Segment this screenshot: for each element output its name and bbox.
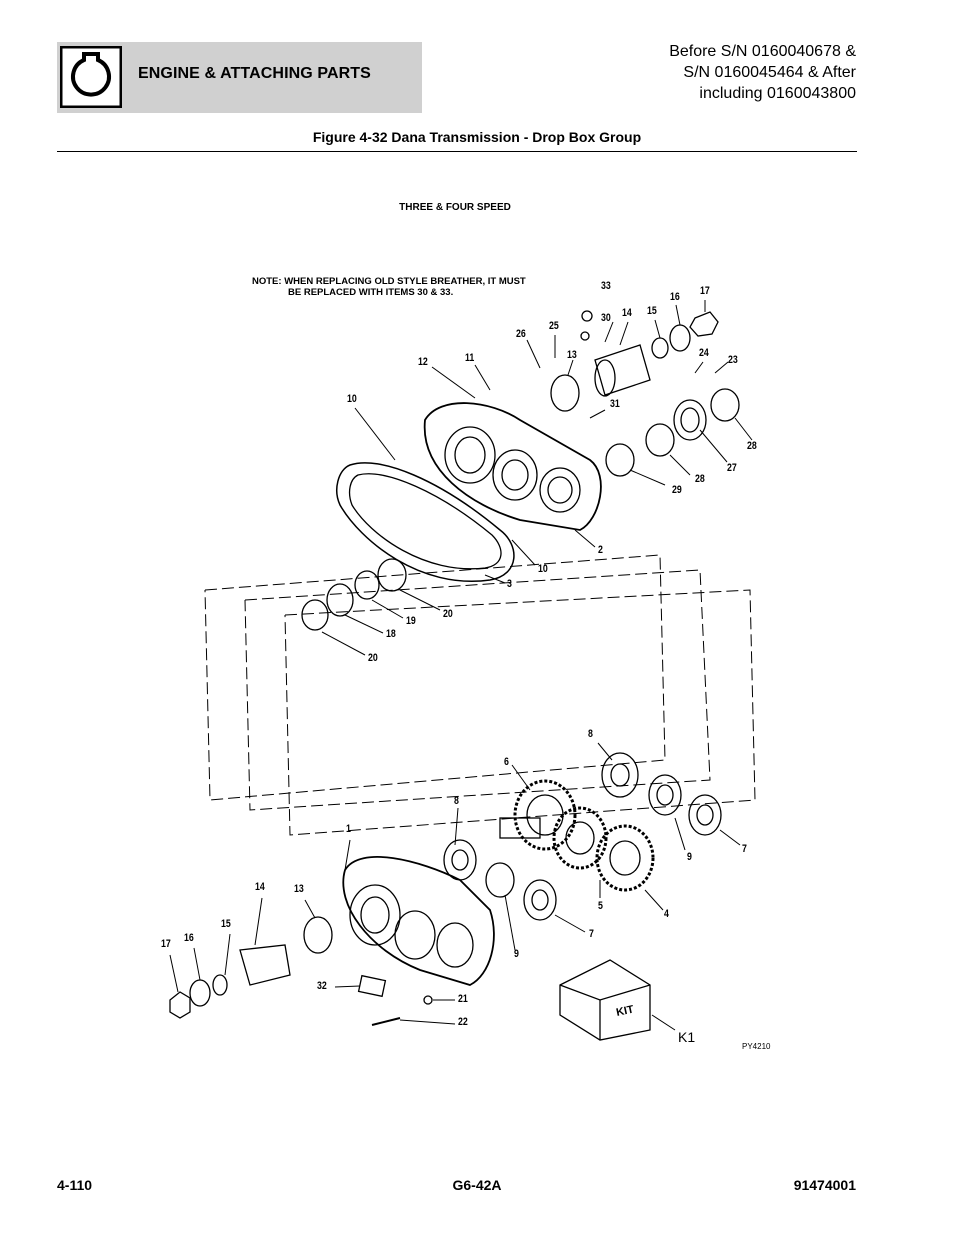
callout-16b: 16 xyxy=(184,932,194,944)
seal-13-upper xyxy=(550,374,580,412)
callout-17a: 17 xyxy=(700,285,710,297)
callout-9b: 9 xyxy=(514,948,519,960)
callout-14b: 14 xyxy=(255,881,265,893)
note-line-2: BE REPLACED WITH ITEMS 30 & 33. xyxy=(288,287,454,298)
callout-22: 22 xyxy=(458,1016,468,1028)
serial-line-1: Before S/N 0160040678 & xyxy=(669,43,856,60)
snap-ring-15-lower xyxy=(212,974,228,996)
callout-15a: 15 xyxy=(647,305,657,317)
callout-16a: 16 xyxy=(670,291,680,303)
callout-13b: 13 xyxy=(294,883,304,895)
cup-18 xyxy=(326,583,354,617)
bolt-22 xyxy=(371,1017,401,1026)
document-number: 91474001 xyxy=(793,1177,856,1193)
seal-20-lower xyxy=(301,599,329,631)
snap-ring-15-upper xyxy=(651,337,669,359)
nut-17-upper xyxy=(689,311,719,337)
washer-16-lower xyxy=(189,979,211,1007)
callout-28b: 28 xyxy=(695,473,705,485)
gasket-outline xyxy=(336,462,515,583)
note-line-1: NOTE: WHEN REPLACING OLD STYLE BREATHER,… xyxy=(252,276,526,287)
callout-21: 21 xyxy=(458,993,468,1005)
bearing-27 xyxy=(673,399,707,441)
callout-19: 19 xyxy=(406,615,416,627)
callout-29: 29 xyxy=(672,484,682,496)
callout-11: 11 xyxy=(465,352,475,364)
section-title: ENGINE & ATTACHING PARTS xyxy=(138,65,371,82)
callout-3: 3 xyxy=(507,578,512,590)
alignment-dashes xyxy=(204,554,756,836)
callout-20b: 20 xyxy=(368,652,378,664)
callout-9a: 9 xyxy=(687,851,692,863)
cover-28b xyxy=(645,423,675,457)
breather-33 xyxy=(581,310,593,322)
upper-housing xyxy=(423,402,602,531)
callout-28a: 28 xyxy=(747,440,757,452)
nut-17-lower xyxy=(169,991,191,1019)
serial-line-3: including 0160043800 xyxy=(699,85,856,102)
output-yoke-lower xyxy=(239,944,291,986)
model-number: G6-42A xyxy=(452,1177,502,1193)
callout-8b: 8 xyxy=(454,795,459,807)
fitting-30 xyxy=(580,331,590,341)
cover-28a xyxy=(710,388,740,422)
callout-17b: 17 xyxy=(161,938,171,950)
output-yoke-upper xyxy=(594,344,651,397)
callout-7b: 7 xyxy=(589,928,594,940)
figure-title: Figure 4-32 Dana Transmission - Drop Box… xyxy=(312,129,642,145)
callout-2: 2 xyxy=(598,544,603,556)
seal-20-upper xyxy=(377,558,407,592)
kit-box: KIT xyxy=(559,959,651,1041)
callout-25: 25 xyxy=(549,320,559,332)
callout-18: 18 xyxy=(386,628,396,640)
callout-6: 6 xyxy=(504,756,509,768)
callout-27: 27 xyxy=(727,462,737,474)
callout-32: 32 xyxy=(317,980,327,992)
callout-1: 1 xyxy=(346,823,351,835)
callout-26: 26 xyxy=(516,328,526,340)
callout-10b: 10 xyxy=(538,563,548,575)
plate-32 xyxy=(357,974,387,998)
callout-24: 24 xyxy=(699,347,709,359)
callout-5: 5 xyxy=(598,900,603,912)
callout-14a: 14 xyxy=(622,307,632,319)
callout-20a: 20 xyxy=(443,608,453,620)
callout-12: 12 xyxy=(418,356,428,368)
leader-lines xyxy=(169,300,753,1031)
kit-label: K1 xyxy=(678,1029,696,1045)
header-divider xyxy=(57,151,857,152)
serial-number-block: Before S/N 0160040678 & S/N 0160045464 &… xyxy=(669,41,856,104)
kit-box-text: KIT xyxy=(615,1003,635,1018)
lower-housing xyxy=(342,856,495,986)
engine-icon xyxy=(60,46,122,108)
callout-30: 30 xyxy=(601,312,611,324)
callout-8a: 8 xyxy=(588,728,593,740)
callout-10a: 10 xyxy=(347,393,357,405)
art-id: PY4210 xyxy=(742,1042,771,1051)
figure-subtitle: THREE & FOUR SPEED xyxy=(399,202,511,213)
snap-ring-29 xyxy=(605,443,635,477)
ring-19 xyxy=(354,570,380,600)
callout-23: 23 xyxy=(728,354,738,366)
seal-13-lower xyxy=(303,916,333,954)
callout-13a: 13 xyxy=(567,349,577,361)
callout-33: 33 xyxy=(601,280,611,292)
callout-31: 31 xyxy=(610,398,620,410)
washer-21 xyxy=(423,995,433,1005)
callout-4: 4 xyxy=(664,908,669,920)
callout-7a: 7 xyxy=(742,843,747,855)
exploded-parts-diagram: KIT xyxy=(169,300,756,1041)
callout-15b: 15 xyxy=(221,918,231,930)
gear-assembly xyxy=(443,752,722,921)
serial-line-2: S/N 0160045464 & After xyxy=(683,64,856,81)
page-number: 4-110 xyxy=(57,1177,93,1193)
breather-note: NOTE: WHEN REPLACING OLD STYLE BREATHER,… xyxy=(252,276,526,298)
washer-16-upper xyxy=(669,324,691,352)
